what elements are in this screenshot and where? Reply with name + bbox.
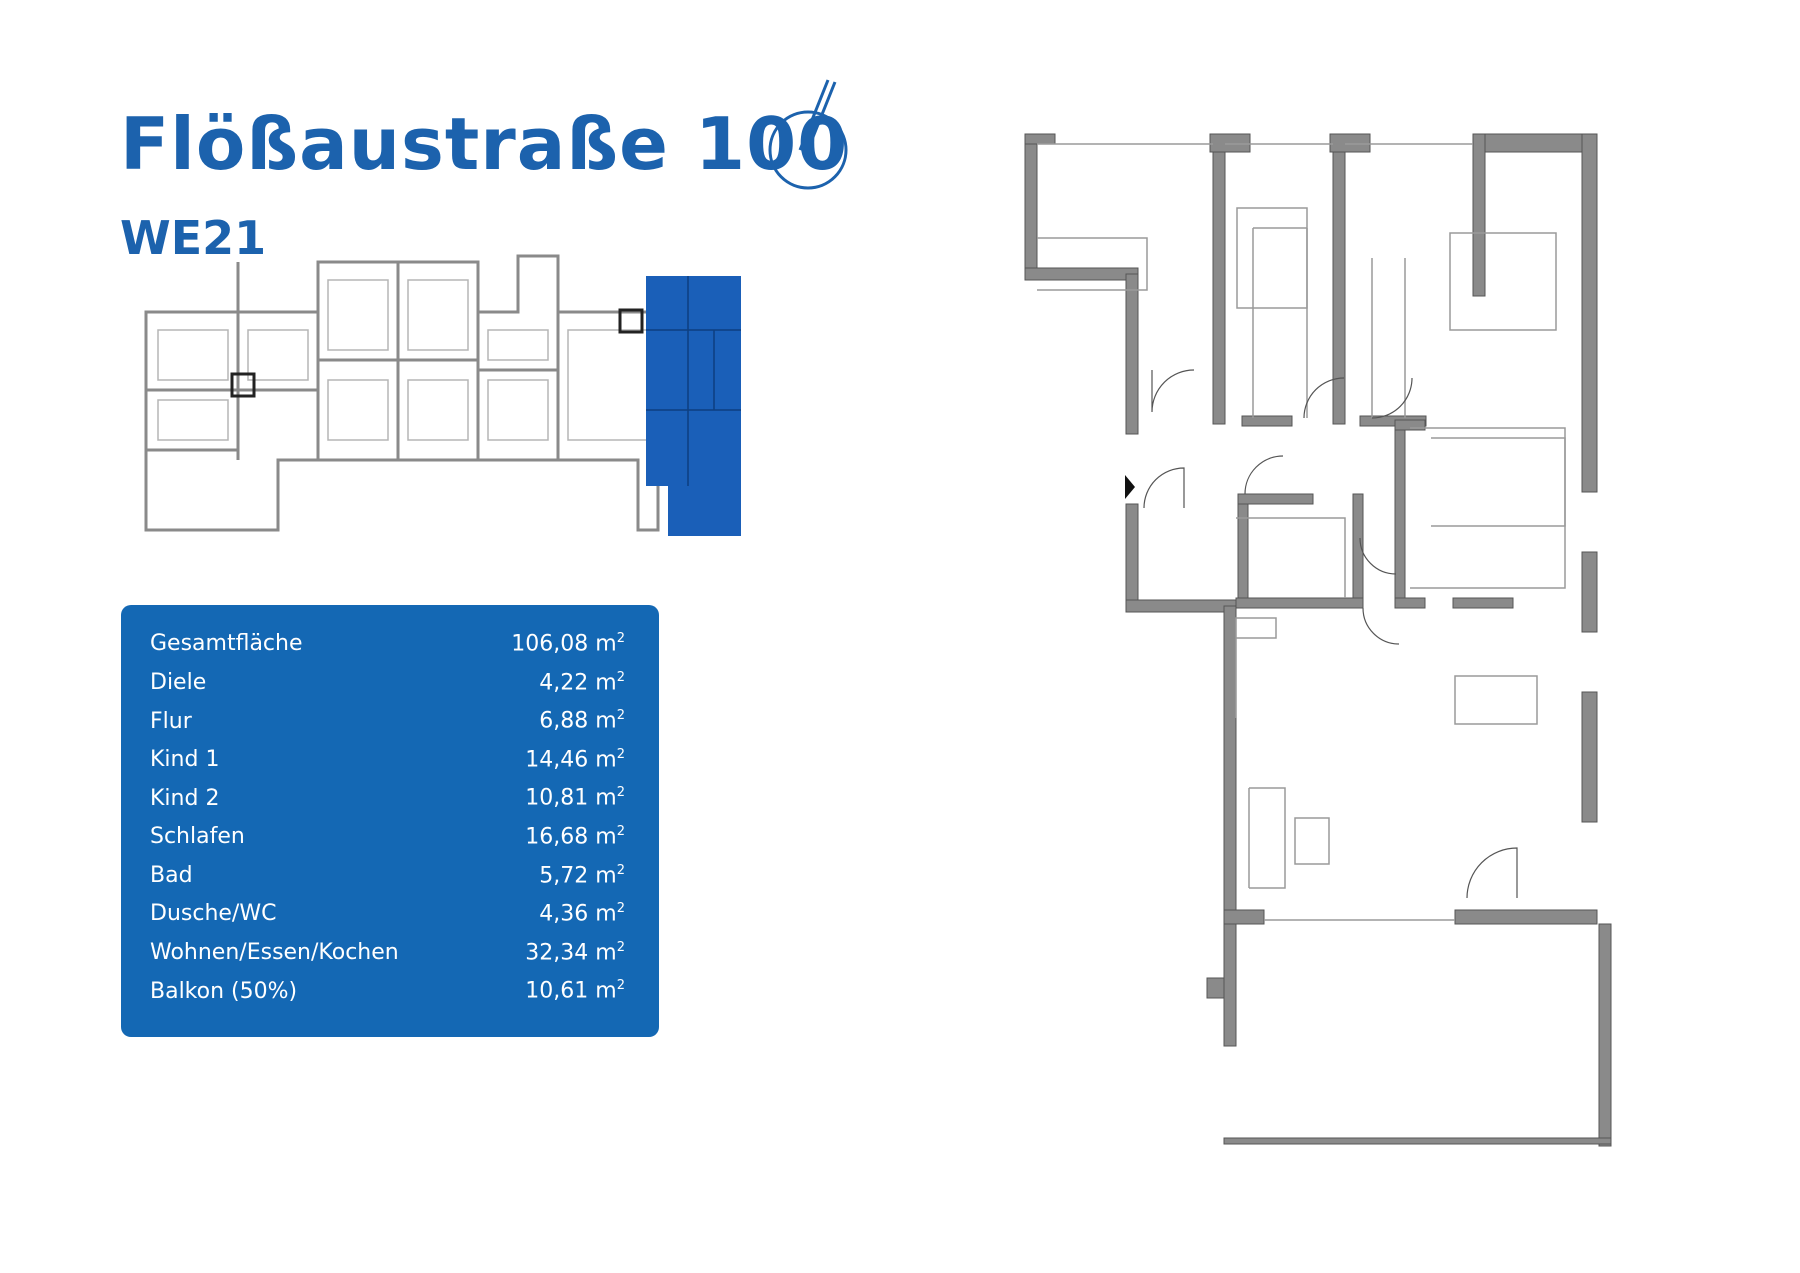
area-value: 10,61 m2 <box>525 978 625 1004</box>
area-value: 10,81 m2 <box>525 785 625 811</box>
area-value: 106,08 m2 <box>511 631 625 657</box>
area-row: Balkon (50%) 10,61 m2 <box>150 978 625 1017</box>
area-row: Dusche/WC 4,36 m2 <box>150 901 625 940</box>
apartment-floor-plan <box>1024 133 1612 1147</box>
area-row: Kind 1 14,46 m2 <box>150 747 625 786</box>
area-value: 6,88 m2 <box>539 708 625 734</box>
area-label: Dusche/WC <box>150 901 277 927</box>
area-row: Kind 2 10,81 m2 <box>150 785 625 824</box>
area-row: Schlafen 16,68 m2 <box>150 824 625 863</box>
area-value: 4,22 m2 <box>539 669 625 695</box>
area-label: Wohnen/Essen/Kochen <box>150 940 399 966</box>
area-row: Flur 6,88 m2 <box>150 708 625 747</box>
area-label: Schlafen <box>150 824 245 850</box>
area-label: Kind 2 <box>150 785 220 811</box>
area-label: Bad <box>150 862 193 888</box>
area-value: 4,36 m2 <box>539 901 625 927</box>
area-value: 5,72 m2 <box>539 862 625 888</box>
area-row: Wohnen/Essen/Kochen 32,34 m2 <box>150 940 625 979</box>
area-label: Flur <box>150 708 192 734</box>
area-label: Diele <box>150 669 207 695</box>
area-label: Kind 1 <box>150 747 220 773</box>
building-site-plan <box>144 254 741 536</box>
unit-label: WE21 <box>120 211 267 265</box>
page-title: Flößaustraße 100 <box>120 102 849 186</box>
area-row: Gesamtfläche 106,08 m2 <box>150 631 625 670</box>
area-label: Gesamtfläche <box>150 631 303 657</box>
area-row: Bad 5,72 m2 <box>150 863 625 902</box>
area-row: Diele 4,22 m2 <box>150 670 625 709</box>
area-table: Gesamtfläche 106,08 m2 Diele 4,22 m2 Flur 6… <box>121 605 659 1037</box>
entrance-marker-icon <box>1125 475 1135 499</box>
area-value: 16,68 m2 <box>525 823 625 850</box>
area-value: 14,46 m2 <box>525 746 625 773</box>
area-label: Balkon (50%) <box>150 978 298 1004</box>
north-arrow-icon <box>768 79 848 190</box>
area-value: 32,34 m2 <box>525 939 625 966</box>
